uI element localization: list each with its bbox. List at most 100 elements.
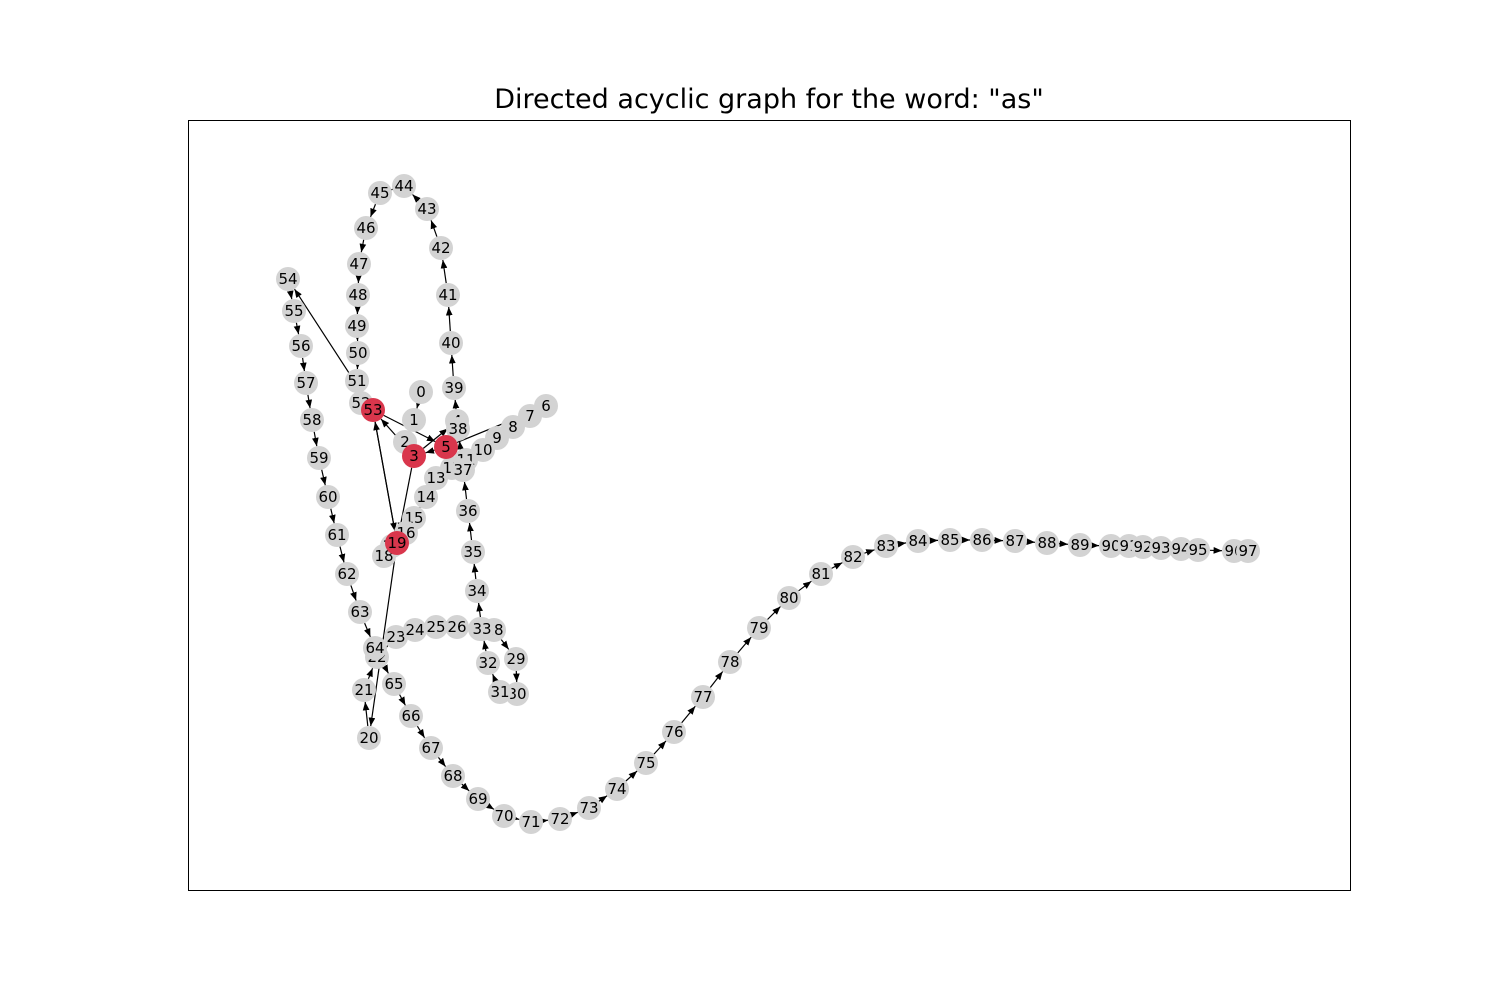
node-circle-14 [414,485,438,509]
graph-node-43: 43 [415,197,439,221]
edge-63-64 [364,622,371,638]
graph-node-62: 62 [335,562,359,586]
node-circle-25 [424,615,448,639]
node-label-76: 76 [664,723,683,741]
edge-32-33 [482,640,489,652]
node-label-65: 65 [384,675,403,693]
node-circle-79 [747,616,771,640]
node-label-79: 79 [749,619,768,637]
graph-node-53: 53 [361,398,385,422]
graph-node-72: 72 [548,807,572,831]
node-label-72: 72 [550,810,569,828]
node-label-14: 14 [416,488,435,506]
edge-81-82 [831,562,843,570]
graph-node-39: 39 [442,376,466,400]
graph-node-31: 31 [488,680,512,704]
graph-node-46: 46 [354,216,378,240]
graph-node-41: 41 [436,283,460,307]
node-label-26: 26 [447,618,466,636]
edge-57-58 [305,394,313,409]
node-label-36: 36 [458,502,477,520]
node-circle-81 [809,562,833,586]
graph-node-95: 95 [1186,538,1210,562]
node-label-61: 61 [327,526,346,544]
node-label-23: 23 [386,628,405,646]
graph-node-45: 45 [368,181,392,205]
edge-65-66 [398,694,406,706]
graph-node-44: 44 [392,174,416,198]
node-label-20: 20 [359,729,378,747]
graph-node-89: 89 [1068,533,1092,557]
node-circle-85 [938,528,962,552]
graph-node-97: 97 [1236,539,1260,563]
node-circle-75 [634,751,658,775]
graph-node-20: 20 [357,726,381,750]
edge-70-71 [510,814,520,821]
node-label-55: 55 [284,302,303,320]
edge-42-43 [430,220,438,237]
edge-56-57 [299,357,307,372]
node-label-53: 53 [363,401,382,419]
node-circle-29 [504,647,528,671]
node-label-5: 5 [441,438,451,456]
node-label-47: 47 [349,255,368,273]
graph-node-32: 32 [476,651,500,675]
edge-33-34 [476,602,483,618]
node-circle-31 [488,680,512,704]
edge-71-72 [539,817,549,825]
node-label-1: 1 [409,411,419,429]
node-circle-55 [282,299,306,323]
node-circle-45 [368,181,392,205]
node-label-90: 90 [1101,537,1120,555]
node-circle-44 [392,174,416,198]
node-label-78: 78 [720,653,739,671]
graph-node-57: 57 [294,371,318,395]
edge-40-41 [445,306,453,332]
graph-node-80: 80 [777,586,801,610]
graph-node-60: 60 [316,485,340,509]
graph-node-47: 47 [347,252,371,276]
node-circle-93 [1149,536,1173,560]
edge-62-63 [350,585,357,601]
node-circle-42 [429,236,453,260]
edge-54-55 [286,290,294,300]
node-label-9: 9 [492,429,502,447]
node-label-19: 19 [387,534,406,552]
edge-28-29 [500,639,510,650]
node-circle-39 [442,376,466,400]
graph-node-59: 59 [307,446,331,470]
node-label-75: 75 [636,754,655,772]
node-circle-57 [294,371,318,395]
graph-node-67: 67 [419,736,443,760]
graph-title: Directed acyclic graph for the word: "as… [494,84,1044,115]
graph-node-70: 70 [492,804,516,828]
node-label-77: 77 [693,688,712,706]
edge-46-47 [359,239,367,253]
node-circle-78 [718,650,742,674]
node-circle-83 [874,534,898,558]
node-label-73: 73 [579,799,598,817]
edge-83-84 [897,540,907,548]
node-circle-65 [382,672,406,696]
edge-78-79 [737,636,752,654]
node-circle-60 [316,485,340,509]
graph-node-66: 66 [399,704,423,728]
node-label-2: 2 [400,433,410,451]
node-label-54: 54 [278,270,297,288]
edge-20-21 [362,701,370,727]
node-circle-95 [1186,538,1210,562]
plot-frame [188,120,1351,891]
edge-79-80 [767,606,781,620]
node-circle-20 [357,726,381,750]
node-circle-94 [1169,537,1193,561]
edge-72-73 [568,811,579,819]
node-circle-1 [402,408,426,432]
edge-55-56 [293,322,301,335]
graph-node-38: 38 [446,417,470,441]
node-label-97: 97 [1238,542,1257,560]
graph-node-87: 87 [1003,529,1027,553]
node-circle-88 [1035,531,1059,555]
node-label-49: 49 [347,317,366,335]
node-label-94: 94 [1171,540,1190,558]
node-label-70: 70 [494,807,513,825]
